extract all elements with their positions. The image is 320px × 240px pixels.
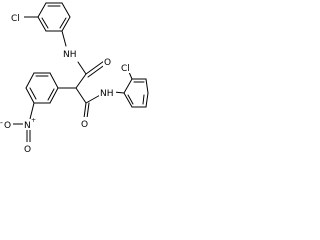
- charge-label-n-plus: +: [31, 117, 36, 124]
- bond: [49, 72, 59, 89]
- bond: [49, 87, 59, 104]
- bond: [47, 88, 55, 101]
- bond: [25, 72, 35, 89]
- atom-labels: Cl NH O NH Cl O N + O - O: [0, 11, 134, 155]
- molecule-structure: Cl NH O NH Cl O N + O - O: [0, 2, 149, 155]
- atom-label-nh-top: NH: [63, 50, 77, 60]
- bond: [25, 87, 35, 104]
- atom-label-o-nitro-left: O: [4, 121, 11, 131]
- bond: [75, 87, 87, 104]
- atom-label-o-top: O: [104, 58, 111, 68]
- bond: [59, 17, 67, 29]
- bond: [37, 16, 47, 32]
- atom-label-o-nitro-bottom: O: [24, 145, 31, 155]
- charge-label-o-minus: -: [0, 118, 3, 127]
- bond: [29, 102, 35, 120]
- atom-label-cl-right: Cl: [121, 64, 130, 74]
- bond: [128, 71, 133, 80]
- bond: [123, 92, 133, 108]
- bond: [145, 78, 149, 94]
- bond: [61, 16, 71, 32]
- atom-label-nh-right: NH: [100, 89, 114, 99]
- bond: [37, 2, 47, 18]
- bond: [41, 17, 49, 29]
- bond: [29, 87, 37, 100]
- bond: [61, 30, 67, 47]
- atom-label-n-nitro: N: [24, 121, 31, 131]
- bond: [75, 73, 87, 89]
- atom-label-cl-top: Cl: [11, 14, 20, 24]
- bond: [86, 102, 90, 119]
- bond: [85, 60, 105, 75]
- bond: [127, 94, 134, 105]
- bond: [83, 102, 87, 119]
- bond: [123, 78, 133, 94]
- bond: [61, 2, 71, 18]
- atom-label-o-bottom: O: [81, 120, 88, 130]
- bond: [142, 94, 145, 105]
- bond: [77, 61, 87, 75]
- bond: [145, 92, 149, 108]
